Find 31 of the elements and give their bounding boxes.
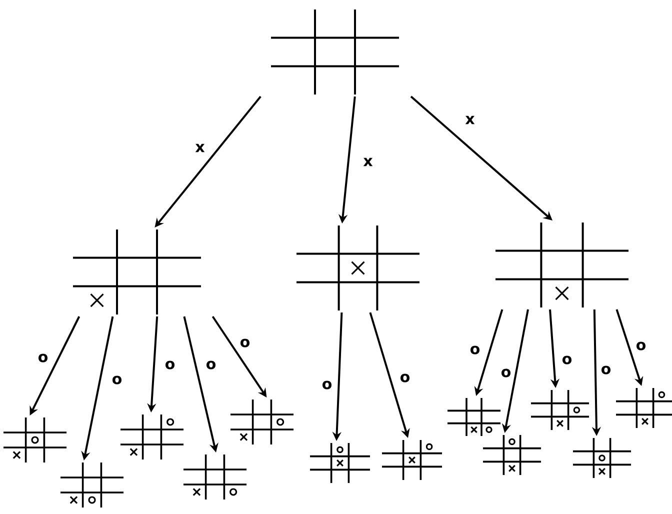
game-board-drawing [120, 414, 184, 460]
edge-label: x [195, 144, 205, 152]
edge-label: o [166, 360, 175, 370]
edge-label: o [562, 356, 572, 364]
edge-label: x [465, 116, 475, 124]
game-board-drawing [310, 443, 370, 483]
game-board-drawing [4, 418, 66, 462]
edge-label: o [470, 346, 480, 354]
game-board-drawing [230, 400, 294, 444]
game-board-drawing [616, 388, 672, 428]
game-board-drawing [73, 230, 201, 314]
edge-label: o [400, 374, 410, 382]
edge-label: o [502, 368, 510, 378]
game-board-drawing [483, 435, 541, 475]
edge-label: x [363, 158, 373, 166]
game-board-drawing [184, 454, 246, 500]
game-board-drawing [60, 462, 124, 508]
edge-label: o [206, 360, 216, 370]
edge-label: o [636, 342, 646, 350]
edge-label: o [240, 338, 250, 348]
edge-label: o [38, 354, 48, 362]
game-board-drawing [271, 10, 399, 94]
game-board-drawing [573, 438, 631, 478]
edge-label: o [602, 366, 610, 374]
edge-label: o [322, 380, 332, 390]
game-board-drawing [496, 222, 628, 308]
edge-label: o [112, 376, 122, 384]
game-board-drawing [296, 226, 420, 310]
game-board-drawing [382, 440, 442, 480]
game-board-drawing [448, 398, 500, 436]
game-board-drawing [531, 390, 589, 430]
